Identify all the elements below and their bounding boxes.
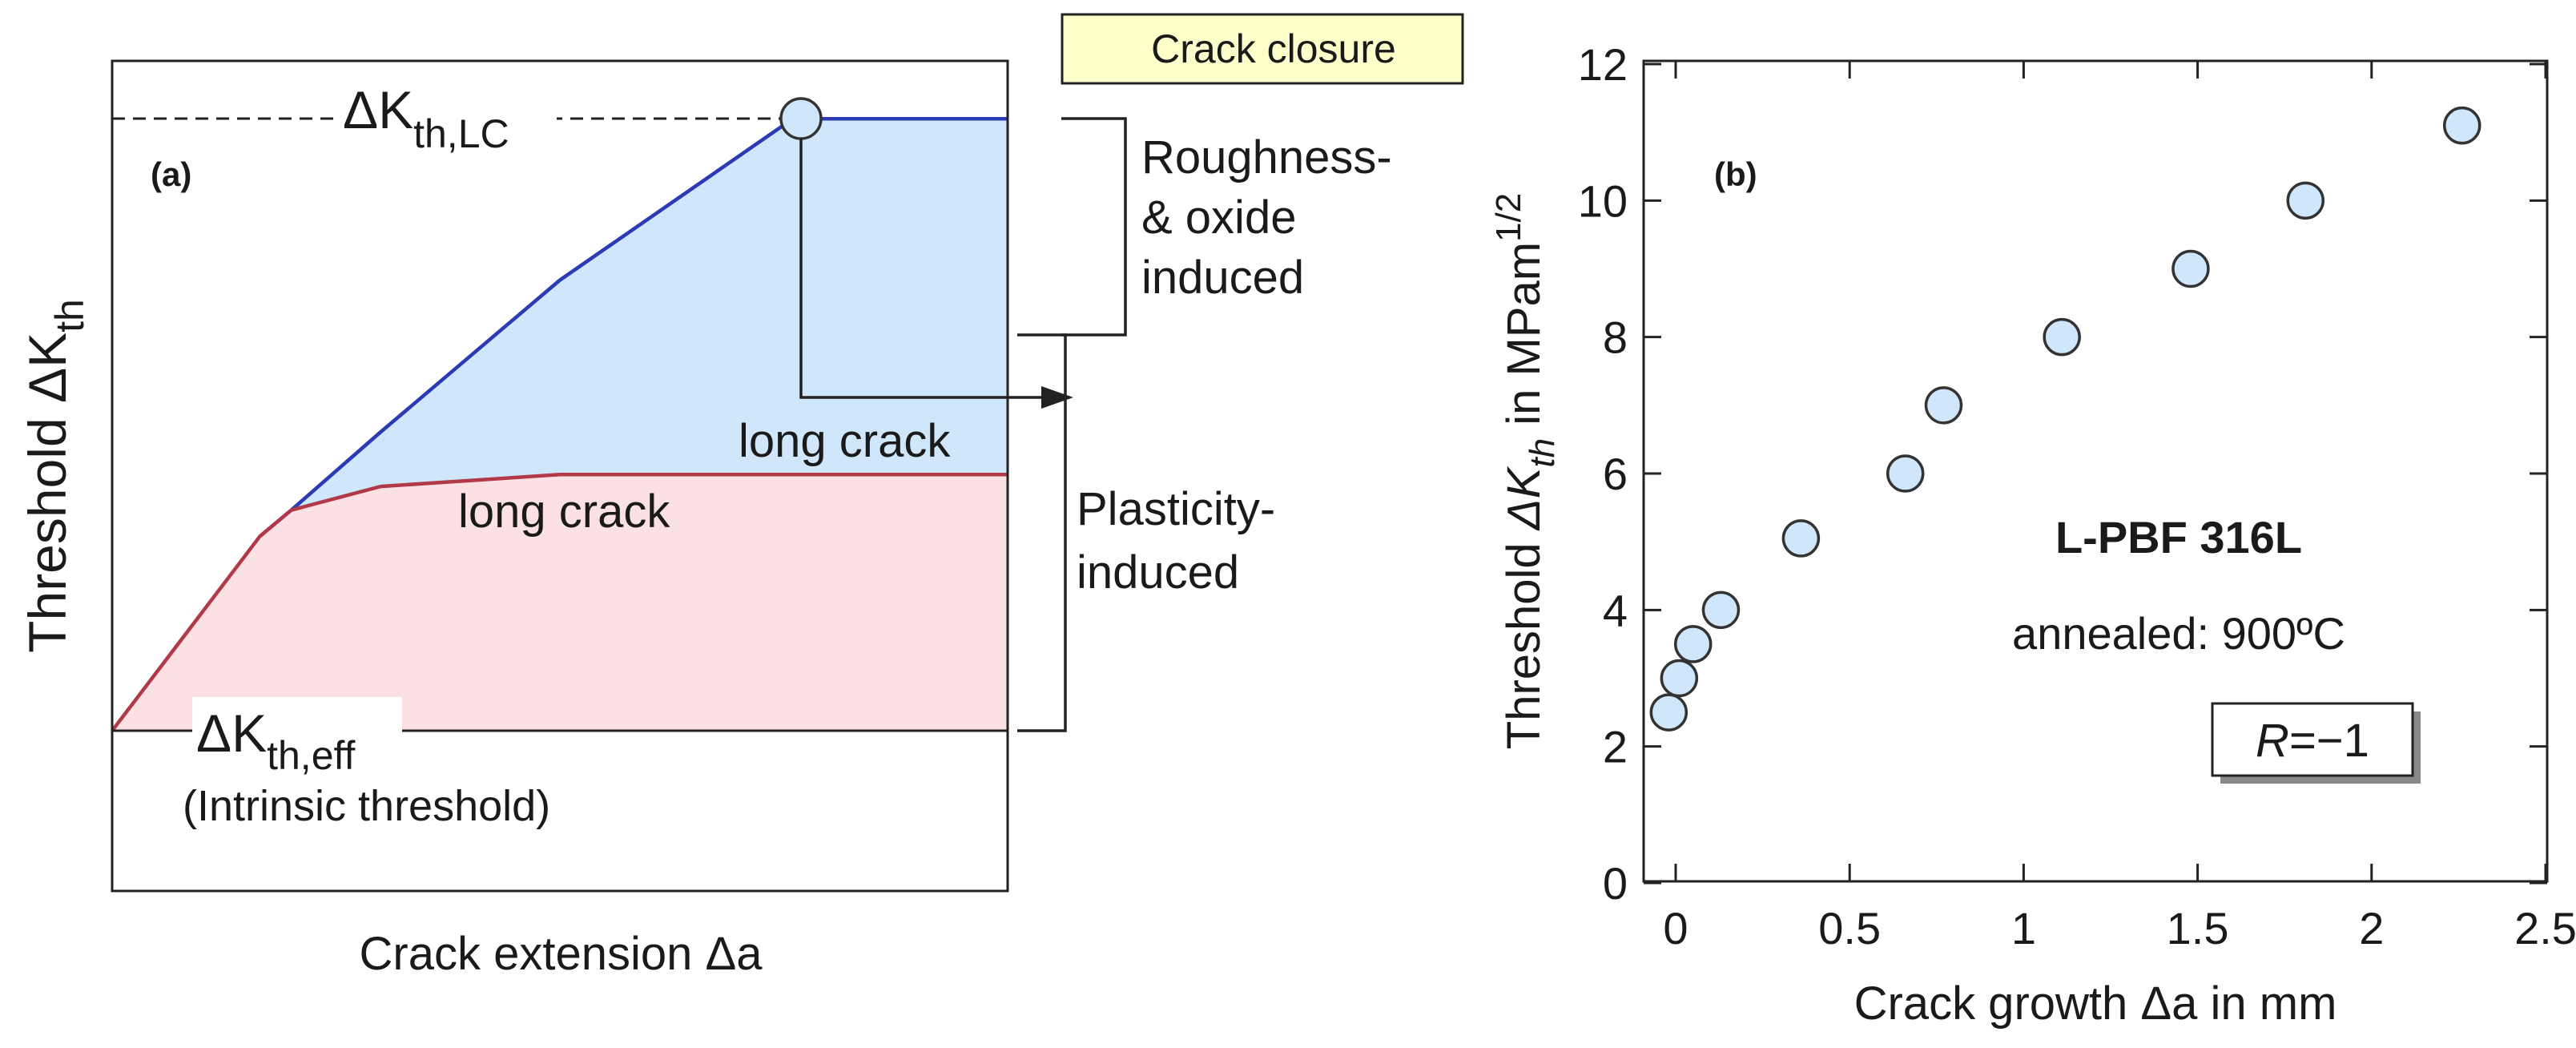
panel-a-x-axis-label: Crack extension Δa — [360, 928, 763, 980]
panel-b-label: (b) — [1714, 155, 1757, 193]
y-tick-label: 6 — [1603, 449, 1628, 499]
x-tick-label: 2.5 — [2514, 903, 2576, 953]
y-tick-label: 4 — [1603, 585, 1628, 635]
panel-b: 0 2 4 6 8 10 12 0 0.5 1 1.5 2 2.5 (b) L-PBF 316L ann… — [1489, 39, 2576, 1030]
roughness-line-3: induced — [1141, 252, 1304, 304]
data-point — [2286, 181, 2325, 220]
condition-label: annealed: 900ºC — [2012, 608, 2345, 659]
data-point — [1886, 454, 1925, 493]
r-ratio-box — [2211, 702, 2414, 777]
intrinsic-threshold-label: (Intrinsic threshold) — [183, 782, 550, 830]
data-point — [1924, 386, 1963, 425]
roughness-line-2: & oxide — [1141, 191, 1296, 244]
roughness-line-1: Roughness- — [1141, 131, 1392, 183]
long-crack-label-upper: long crack — [739, 415, 951, 467]
plasticity-line-2: induced — [1077, 546, 1239, 599]
data-point — [2442, 106, 2481, 145]
panel-b-axes: 0 2 4 6 8 10 12 0 0.5 1 1.5 2 2.5 — [1578, 39, 2576, 953]
data-point — [1673, 625, 1713, 663]
roughness-bracket — [1061, 117, 1127, 337]
panel-a: Crack closure (a) ΔKth,LC ΔKth,eff (Intr… — [18, 13, 1464, 980]
kth-lc-label: ΔKth,LC — [343, 80, 509, 156]
y-tick-label: 8 — [1603, 312, 1628, 363]
x-tick-label: 0 — [1663, 903, 1688, 953]
data-point — [1660, 659, 1699, 698]
y-tick-label: 10 — [1578, 175, 1628, 226]
plasticity-line-1: Plasticity- — [1077, 483, 1275, 535]
panel-b-y-axis-label: Threshold ΔKth in MPam1/2 — [1489, 193, 1562, 749]
transition-arrow-head — [1041, 386, 1073, 409]
roughness-label: Roughness- & oxide induced — [1141, 131, 1405, 304]
panel-b-frame — [1642, 59, 2549, 883]
crack-closure-box — [1061, 13, 1464, 85]
long-crack-lower-curve — [111, 473, 1008, 732]
data-point — [2043, 317, 2081, 357]
panel-b-x-axis-label: Crack growth Δa in mm — [1854, 977, 2337, 1030]
long-crack-label-lower: long crack — [458, 486, 670, 538]
kth-eff-label-backdrop — [192, 697, 402, 777]
y-tick-label: 12 — [1578, 39, 1628, 90]
y-tick-label: 2 — [1603, 722, 1628, 772]
x-tick-label: 1 — [2011, 903, 2036, 953]
panel-b-data-points — [1649, 106, 2481, 732]
plasticity-region-fill — [112, 474, 1008, 731]
transition-arrow-line — [799, 139, 1041, 399]
data-point — [1701, 591, 1741, 630]
transition-point-marker — [779, 97, 823, 140]
panel-a-frame — [111, 59, 1009, 893]
plasticity-label: Plasticity- induced — [1077, 483, 1288, 599]
kth-eff-label: ΔKth,eff — [196, 703, 355, 778]
panel-a-y-axis-label: Threshold ΔKth — [18, 299, 92, 653]
x-tick-label: 1.5 — [2167, 903, 2229, 953]
plasticity-bracket — [1017, 333, 1067, 732]
material-label: L-PBF 316L — [2055, 512, 2302, 562]
y-tick-label: 0 — [1603, 858, 1628, 909]
crack-closure-label: Crack closure — [1151, 26, 1396, 71]
kth-lc-label-backdrop — [336, 71, 557, 149]
panel-a-label: (a) — [151, 155, 191, 193]
x-tick-label: 0.5 — [1818, 903, 1881, 953]
data-point — [1781, 519, 1821, 558]
r-ratio-label: R=−1 — [2256, 715, 2369, 767]
x-tick-label: 2 — [2359, 903, 2384, 953]
roughness-region-fill — [112, 119, 1008, 732]
data-point — [1649, 693, 1688, 732]
data-point — [2171, 249, 2210, 288]
